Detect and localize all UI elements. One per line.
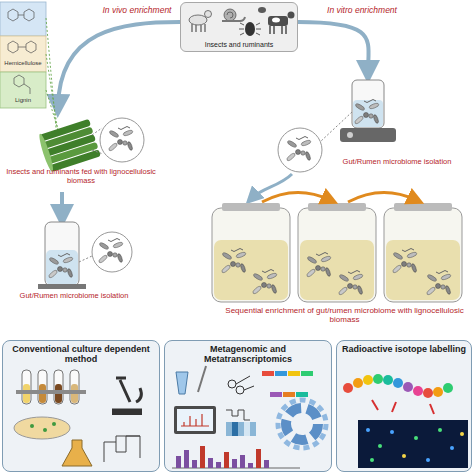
microbe-cluster <box>338 271 363 296</box>
microbe-cluster <box>98 239 123 264</box>
enrichment-jars <box>212 203 462 302</box>
zoom-circle <box>92 232 132 272</box>
branch-label: In vitro enrichment <box>312 6 412 16</box>
step-label: Insects and ruminants fed with lignocell… <box>6 168 156 185</box>
polymer-label: Lignin <box>0 97 46 104</box>
fibre <box>47 142 99 165</box>
source-box: Insects and ruminants <box>180 2 298 52</box>
jar-lid <box>308 203 366 211</box>
microbe-cluster <box>48 254 73 279</box>
node-heading: Insects and ruminants <box>205 41 273 49</box>
microbe-cluster <box>221 249 246 274</box>
fibre <box>39 119 91 142</box>
microbe-cluster <box>252 270 277 295</box>
fibre <box>42 127 94 150</box>
hemicellulose-structure <box>8 41 36 53</box>
jar-lid <box>222 203 280 211</box>
tube <box>352 80 384 128</box>
lignin-structure <box>14 75 30 94</box>
hemicellulose-panel <box>0 36 46 72</box>
tube-liquid <box>353 100 383 127</box>
jar-medium <box>386 240 460 300</box>
tube-liquid <box>46 250 78 285</box>
microbe-cluster <box>306 253 331 278</box>
node-heading: Radioactive isotope labelling <box>338 344 470 354</box>
cellulose-structure <box>8 9 34 21</box>
step-label: Gut/Rumen microbiome isolation <box>322 158 472 167</box>
method-panel: Radioactive isotope labelling <box>336 340 472 472</box>
branch-label: In vivo enrichment <box>94 6 180 16</box>
flow-arrow <box>60 192 64 216</box>
zoom-line <box>320 112 352 142</box>
zoom-line <box>92 128 103 154</box>
microbe-cluster <box>392 249 417 274</box>
method-panel: Conventional culture dependent method <box>2 340 160 472</box>
tube <box>45 222 79 286</box>
fibre-bundle <box>37 118 101 173</box>
jar-medium <box>214 240 288 300</box>
polymer-label: Hemicellulose <box>0 60 46 67</box>
microbe-cluster <box>426 271 451 296</box>
microbe-cluster <box>354 100 379 125</box>
flow-arrow <box>252 174 292 198</box>
enrichment-arrow <box>298 22 369 72</box>
fibre-end <box>37 133 55 173</box>
zoom-line <box>79 256 92 262</box>
zoom-circle <box>278 128 322 172</box>
jar <box>298 208 376 302</box>
stirrer-knob <box>347 132 353 138</box>
method-panel: Metagenomic and Metatranscriptomics <box>164 340 332 472</box>
fibre <box>44 134 96 157</box>
enrichment-arrow <box>58 22 180 106</box>
jar-medium <box>300 240 374 300</box>
node-heading: Conventional culture dependent method <box>3 344 159 365</box>
step-label: Sequential enrichment of gut/rumen micro… <box>222 306 467 324</box>
microbe-cluster <box>108 127 133 152</box>
microbe-cluster <box>286 137 311 162</box>
jar <box>212 208 290 302</box>
stirrer <box>340 128 396 142</box>
dashed-link <box>46 18 60 136</box>
jar <box>384 208 462 302</box>
tube-stand <box>38 284 86 289</box>
lignin-panel <box>0 72 46 108</box>
step-label: Gut/Rumen microbiome isolation <box>4 292 144 301</box>
transfer-arrow <box>262 192 330 202</box>
zoom-circle <box>100 118 144 162</box>
cellulose-panel <box>0 2 46 36</box>
node-heading: Metagenomic and Metatranscriptomics <box>165 344 331 365</box>
transfer-arrow <box>348 192 416 202</box>
jar-lid <box>394 203 452 211</box>
